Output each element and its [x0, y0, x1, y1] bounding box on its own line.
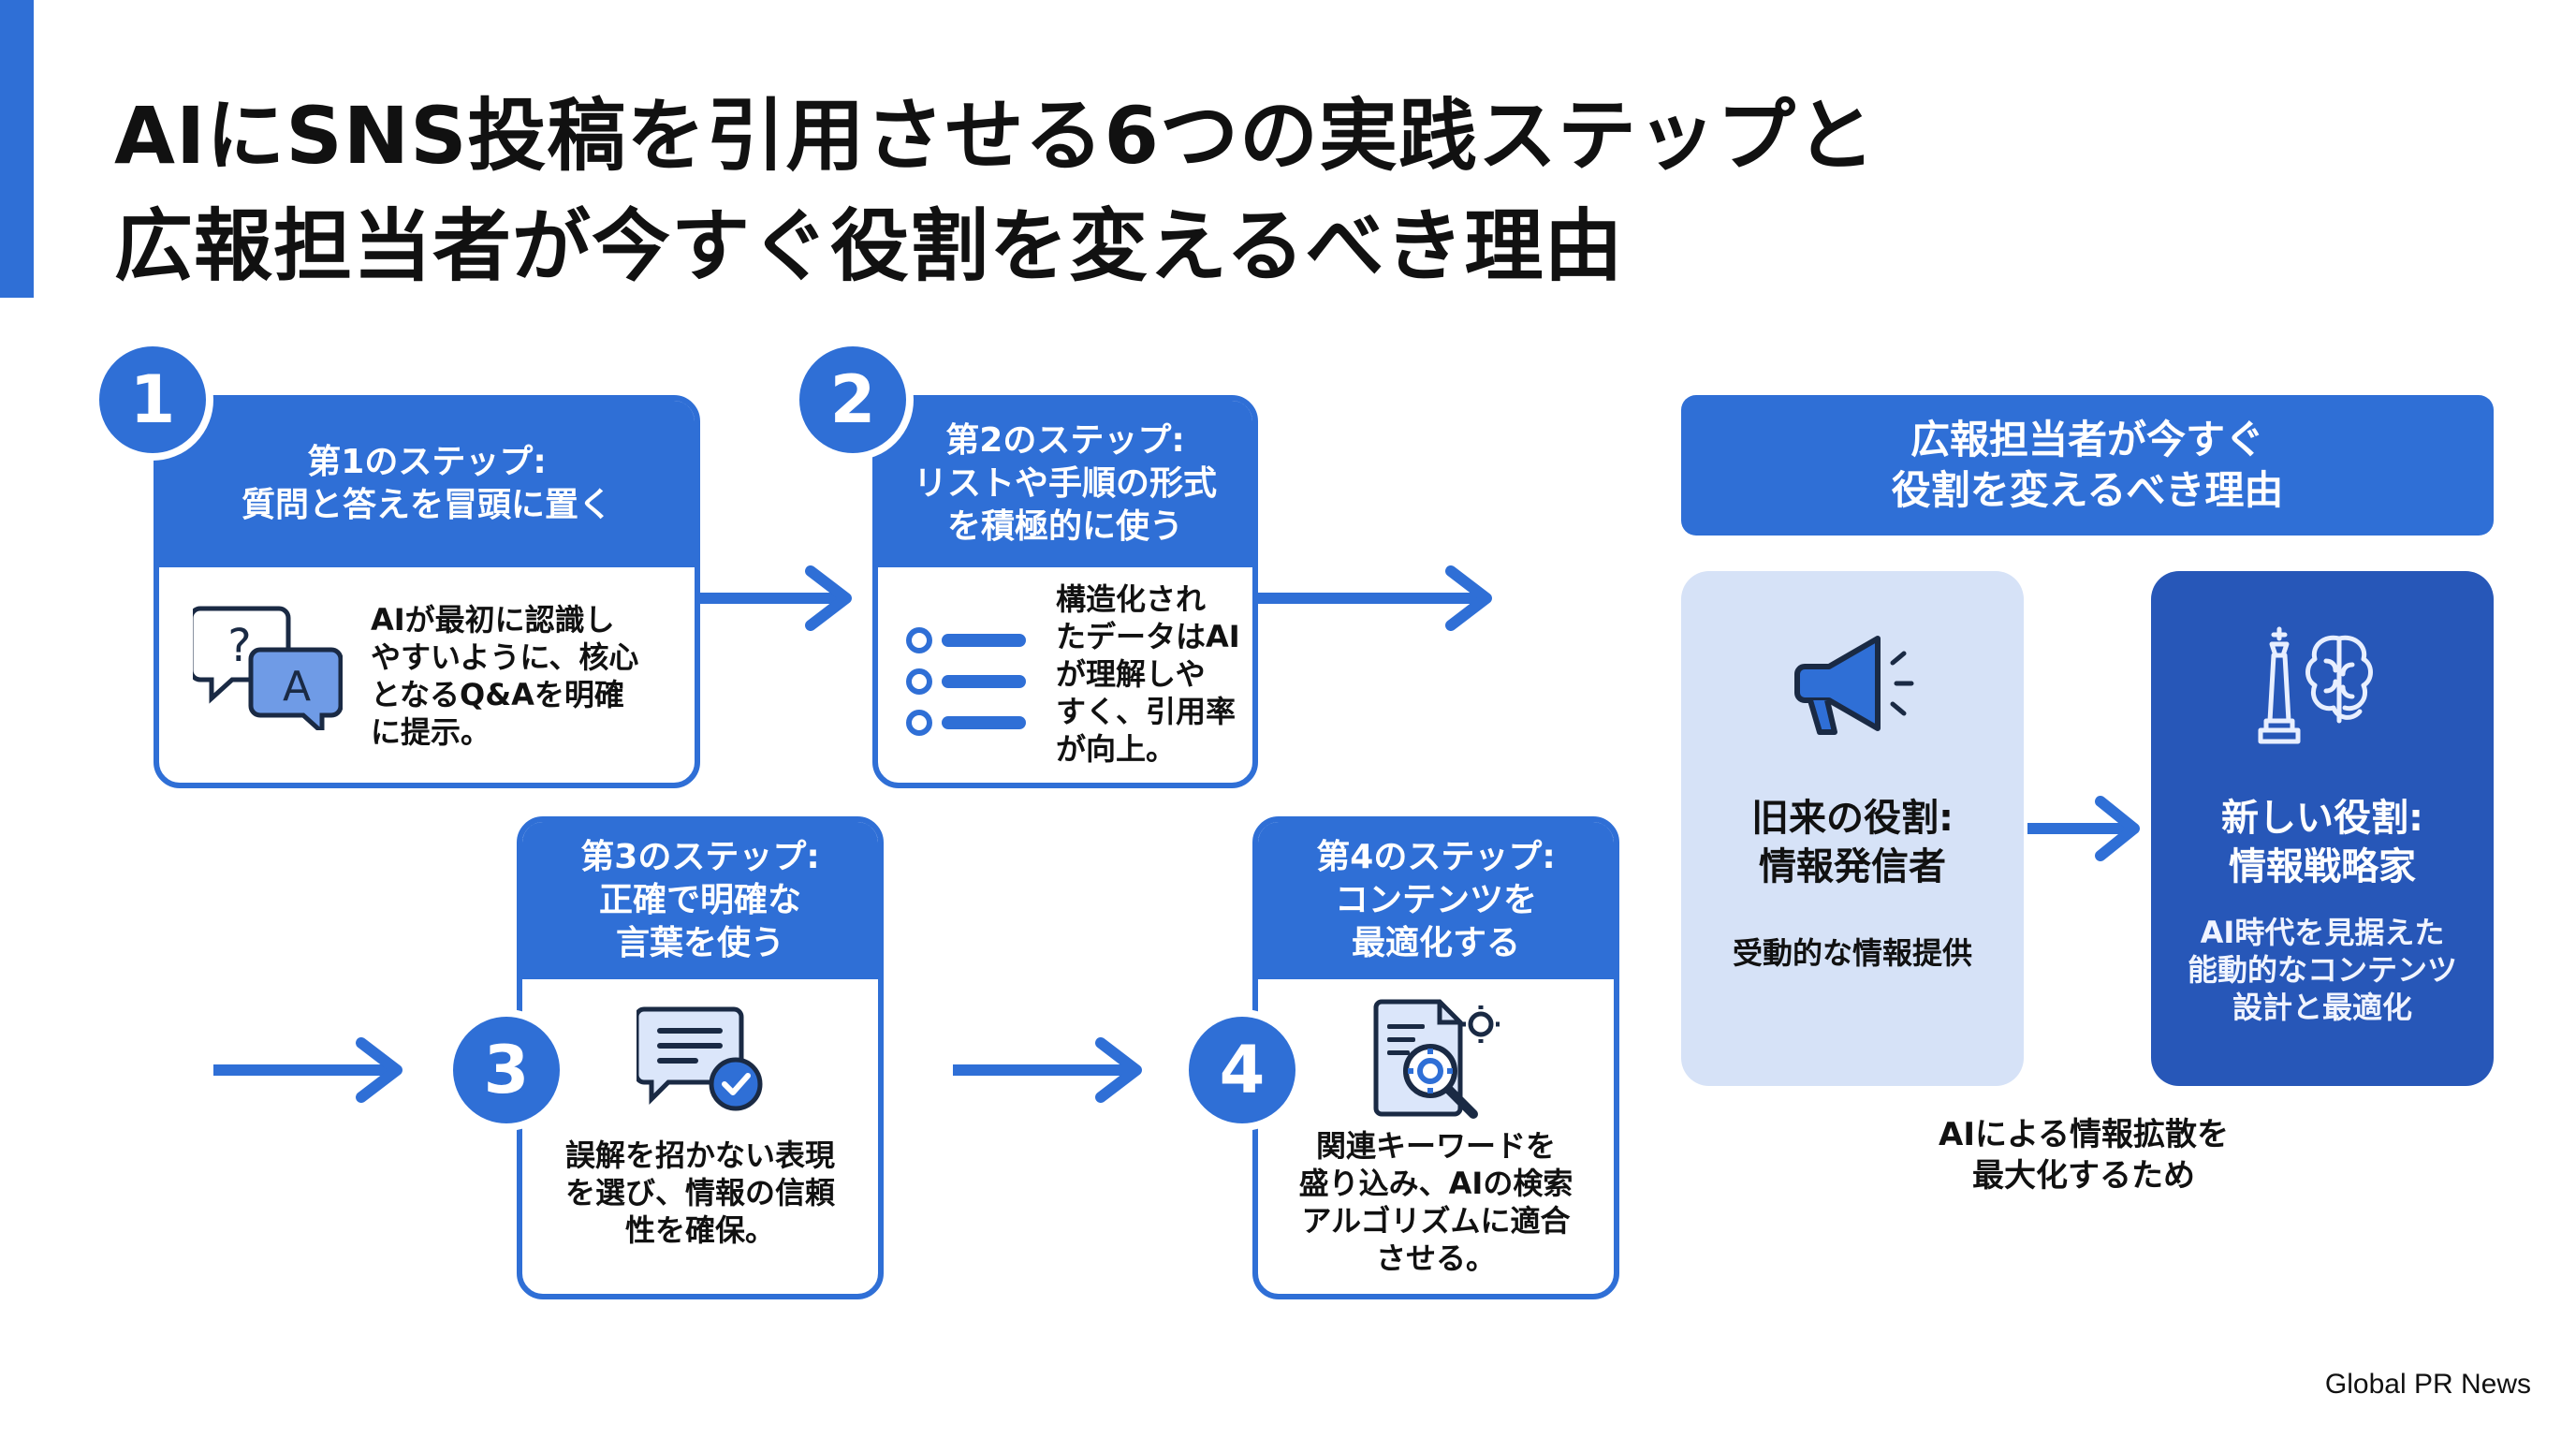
step-4-heading: 第4のステップ: コンテンツを 最適化する	[1258, 822, 1614, 979]
chess-brain-icon	[2247, 620, 2397, 764]
reason-footnote: AIによる情報拡散を 最大化するため	[1939, 1116, 2229, 1195]
step-2-number-badge: 2	[792, 339, 914, 461]
step-2-body: 構造化され たデータはAI が理解しや すく、引用率 が向上。	[1056, 581, 1240, 767]
step-3-heading: 第3のステップ: 正確で明確な 言葉を使う	[522, 822, 878, 979]
step-2-heading: 第2のステップ: リストや手順の形式 を積極的に使う	[878, 401, 1252, 567]
page-title: AIにSNS投稿を引用させる6つの実践ステップと 広報担当者が今すぐ役割を変える…	[114, 81, 2174, 301]
arrow-step3-to-step4	[953, 1037, 1142, 1103]
credit-label: Global PR News	[2324, 1369, 2531, 1400]
accent-bar	[0, 0, 34, 298]
step-3-body: 誤解を招かない表現 を選び、情報の信頼 性を確保。	[564, 1137, 835, 1248]
old-role-title: 旧来の役割: 情報発信者	[1751, 797, 1954, 888]
list-icon	[904, 622, 1035, 747]
arrow-old-to-new-role	[2027, 796, 2140, 861]
qa-chat-icon: ? A	[188, 599, 344, 738]
step-4-card: 第4のステップ: コンテンツを 最適化する 関連キーワードを 盛り込み、AIの検…	[1252, 816, 1619, 1299]
old-role-box: 旧来の役割: 情報発信者 受動的な情報提供	[1681, 571, 2024, 1086]
step-1-heading: 第1のステップ: 質問と答えを冒頭に置く	[159, 401, 695, 567]
new-role-title: 新しい役割: 情報戦略家	[2221, 797, 2423, 888]
title-line-1: AIにSNS投稿を引用させる6つの実践ステップと	[114, 90, 1877, 182]
megaphone-icon	[1782, 625, 1923, 751]
arrow-step1-to-step2	[700, 565, 852, 631]
svg-text:A: A	[283, 663, 311, 711]
step-2-card: 第2のステップ: リストや手順の形式 を積極的に使う 構造化され たデータはAI…	[872, 395, 1258, 788]
step-4-body: 関連キーワードを 盛り込み、AIの検索 アルゴリズムに適合 させる。	[1298, 1128, 1573, 1276]
step-1-number-badge: 1	[92, 339, 213, 461]
svg-text:?: ?	[227, 620, 251, 672]
old-role-desc: 受動的な情報提供	[1732, 935, 1972, 971]
step-4-number-badge: 4	[1181, 1009, 1303, 1131]
step-1-card: 第1のステップ: 質問と答えを冒頭に置く ? A AIが最初に認識し やすいよう…	[154, 395, 700, 788]
arrow-step2-to-next	[1258, 565, 1492, 631]
step-3-number-badge: 3	[446, 1009, 567, 1131]
new-role-desc: AI時代を見据えた 能動的なコンテンツ 設計と最適化	[2187, 915, 2457, 1025]
new-role-box: 新しい役割: 情報戦略家 AI時代を見据えた 能動的なコンテンツ 設計と最適化	[2151, 571, 2494, 1086]
step-1-body: AIが最初に認識し やすいように、核心 となるQ&Aを明確 に提示。	[371, 602, 639, 750]
arrow-into-step3	[213, 1037, 402, 1103]
title-line-2: 広報担当者が今すぐ役割を変えるべき理由	[114, 200, 1624, 292]
reason-banner: 広報担当者が今すぐ 役割を変えるべき理由	[1681, 395, 2494, 536]
verified-message-icon	[634, 1002, 768, 1118]
document-search-gear-icon	[1372, 996, 1503, 1131]
step-3-card: 第3のステップ: 正確で明確な 言葉を使う 誤解を招かない表現 を選び、情報の信…	[517, 816, 884, 1299]
